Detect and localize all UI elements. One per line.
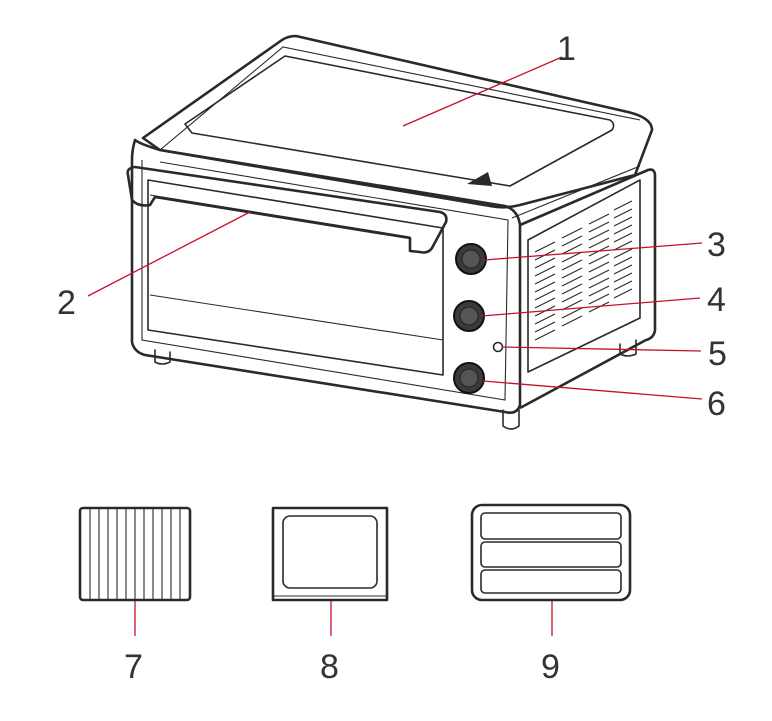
leader-5 — [501, 346, 702, 352]
leader-4 — [481, 297, 701, 317]
side-vent-panel — [527, 179, 641, 373]
side-vent-slots — [534, 200, 633, 341]
callout-2: 2 — [57, 284, 76, 322]
oven-foot-back-right — [619, 339, 637, 357]
toaster-oven-illustration — [126, 34, 657, 430]
oven-foot-front-right — [502, 409, 520, 430]
crumb-tray — [470, 503, 632, 602]
leader-6 — [482, 380, 703, 400]
callout-5: 5 — [708, 335, 727, 373]
callout-6: 6 — [707, 385, 726, 423]
callout-9: 9 — [541, 648, 560, 686]
callout-labels: 1 2 3 4 5 6 — [57, 30, 727, 423]
leader-3 — [483, 242, 703, 261]
callout-3: 3 — [707, 226, 726, 264]
callout-8: 8 — [320, 648, 339, 686]
oven-top-panel — [184, 55, 615, 187]
callout-1: 1 — [557, 30, 576, 68]
oven-foot-left — [154, 349, 171, 365]
timer-knob[interactable] — [453, 362, 485, 394]
callout-4: 4 — [707, 281, 726, 319]
power-indicator-light — [492, 341, 504, 353]
door-handle[interactable] — [126, 165, 448, 254]
wire-rack — [78, 506, 192, 602]
oven-top-outline — [141, 34, 654, 209]
baking-tray — [271, 506, 389, 602]
leader-1 — [402, 56, 563, 127]
warning-triangle-icon — [467, 172, 492, 186]
leader-lines — [87, 56, 703, 636]
oven-front-frame — [130, 138, 522, 414]
leader-2 — [87, 211, 251, 297]
door-glass — [147, 179, 444, 376]
temperature-knob[interactable] — [455, 243, 487, 275]
accessory-labels: 7 8 9 — [124, 648, 560, 686]
function-knob[interactable] — [453, 300, 485, 332]
callout-7: 7 — [124, 648, 143, 686]
oven-right-side — [519, 168, 657, 410]
